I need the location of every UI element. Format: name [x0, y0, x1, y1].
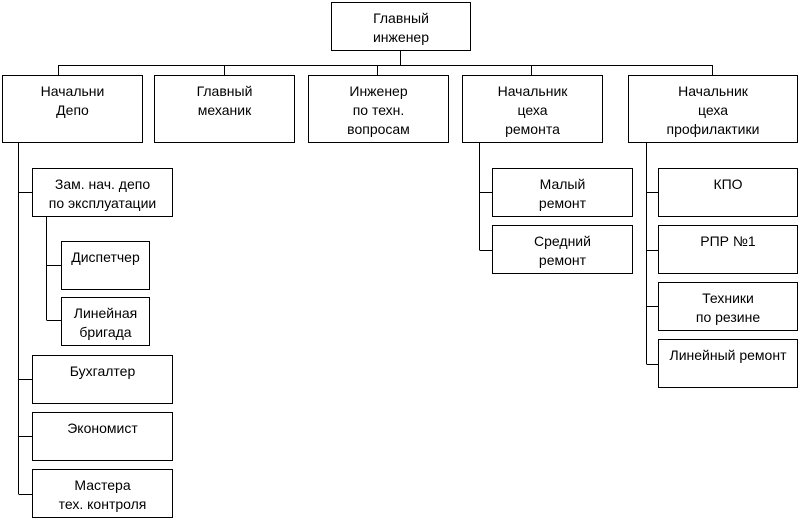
rpr1-box: РПР №1	[658, 225, 798, 274]
tech-engineer-label: Инженер по техн. вопросам	[347, 83, 410, 137]
chief-engineer-box: Главный инженер	[331, 2, 471, 51]
kpo-label: КПО	[713, 176, 743, 192]
rpr1-label: РПР №1	[700, 233, 756, 249]
tech-engineer-box: Инженер по техн. вопросам	[308, 75, 449, 143]
depot-head-label: Начальни Депо	[40, 83, 105, 118]
economist-box: Экономист	[32, 412, 173, 461]
qc-masters-label: Мастера тех. контроля	[58, 477, 147, 512]
economist-label: Экономист	[67, 420, 138, 436]
dispatcher-label: Диспетчер	[71, 249, 140, 265]
line-crew-label: Линейная бригада	[73, 305, 138, 340]
tire-techs-box: Техники по резине	[658, 282, 798, 331]
line-repair-box: Линейный ремонт	[658, 339, 798, 388]
line-repair-label: Линейный ремонт	[669, 347, 787, 363]
accountant-box: Бухгалтер	[32, 355, 173, 404]
qc-masters-box: Мастера тех. контроля	[32, 469, 173, 518]
repair-head-box: Начальник цеха ремонта	[462, 75, 603, 143]
dispatcher-box: Диспетчер	[61, 241, 150, 290]
repair-head-label: Начальник цеха ремонта	[497, 83, 568, 137]
line-crew-box: Линейная бригада	[61, 297, 150, 346]
chief-mechanic-label: Главный механик	[196, 83, 253, 118]
prevention-head-box: Начальник цеха профилактики	[628, 75, 798, 143]
minor-repair-box: Малый ремонт	[492, 168, 633, 217]
kpo-box: КПО	[658, 168, 798, 217]
minor-repair-label: Малый ремонт	[538, 176, 587, 211]
prevention-head-label: Начальник цеха профилактики	[666, 83, 760, 137]
depot-head-box: Начальни Депо	[2, 75, 143, 143]
deputy-operations-label: Зам. нач. депо по эксплуатации	[48, 176, 157, 211]
accountant-label: Бухгалтер	[69, 363, 136, 379]
deputy-operations-box: Зам. нач. депо по эксплуатации	[32, 168, 173, 217]
medium-repair-label: Средний ремонт	[534, 233, 591, 268]
tire-techs-label: Техники по резине	[695, 290, 761, 325]
medium-repair-box: Средний ремонт	[492, 225, 633, 274]
chief-engineer-label: Главный инженер	[372, 10, 429, 45]
chief-mechanic-box: Главный механик	[154, 75, 295, 143]
